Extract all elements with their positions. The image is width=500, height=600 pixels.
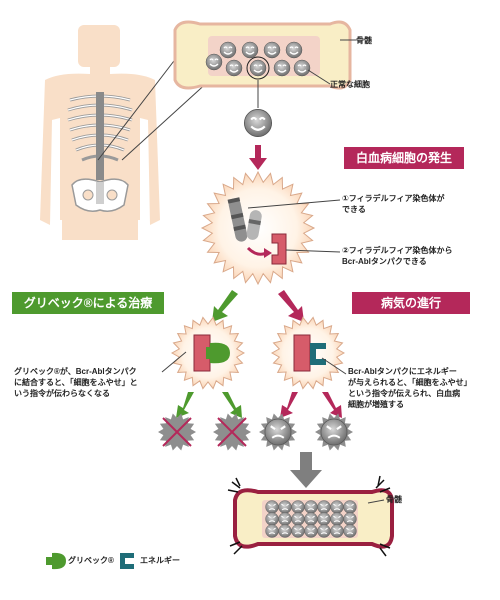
crowded-leukemia-cell — [264, 499, 280, 515]
bcr-abl-label: ②フィラデルフィア染色体から Bcr-Ablタンパクできる — [342, 246, 453, 266]
crowded-leukemia-cell — [277, 523, 293, 539]
outcome-arrows — [176, 392, 342, 418]
crowded-leukemia-cell — [329, 523, 345, 539]
legend-energy-label: エネルギー — [140, 556, 180, 565]
treatment-title: グリベック®による治療 — [12, 292, 164, 314]
arrow-left-down-icon — [212, 290, 238, 322]
crowded-leukemia-cell — [303, 499, 319, 515]
energy-legend-icon — [120, 553, 134, 569]
crowded-leukemia-cell — [303, 523, 319, 539]
treated-cell-burst — [170, 316, 246, 390]
crowded-leukemia-cell — [264, 511, 280, 527]
crowded-leukemia-cell — [329, 511, 345, 527]
leukemia-cell — [315, 413, 353, 451]
crowded-leukemia-cell — [277, 499, 293, 515]
progressing-cell-burst — [270, 316, 346, 390]
crowded-leukemia-cell — [316, 523, 332, 539]
glivec-legend-icon — [46, 552, 66, 570]
crowded-leukemia-cell — [277, 511, 293, 527]
bone-marrow-label: 骨髄 — [356, 36, 372, 45]
arrow-down-gray-icon — [290, 452, 322, 488]
arrow-right-down-icon — [278, 290, 304, 322]
crowded-leukemia-cell — [290, 511, 306, 527]
normal-cells-label: 正常な細胞 — [330, 80, 370, 89]
philadelphia-label: ①フィラデルフィア染色体が できる — [342, 194, 445, 214]
normal-cell-icon — [243, 108, 273, 138]
bone-marrow-bottom-label: 骨髄 — [386, 495, 402, 504]
leukemia-cell — [259, 413, 297, 451]
crowded-leukemia-cell — [316, 499, 332, 515]
agitation-marks — [227, 475, 391, 557]
onset-title: 白血病細胞の発生 — [344, 147, 464, 169]
crowded-leukemia-cell — [342, 523, 358, 539]
bone-marrow-bottom — [233, 488, 394, 549]
crowded-leukemia-cell — [290, 523, 306, 539]
crowded-leukemia-cell — [329, 499, 345, 515]
callout-line — [121, 79, 211, 161]
inhibited-cell — [213, 413, 251, 451]
crowded-leukemia-cell — [342, 511, 358, 527]
body-silhouette-icon — [40, 25, 160, 240]
crowded-leukemia-cell — [342, 499, 358, 515]
arrow-down-icon — [249, 145, 267, 170]
legend-glivec-label: グリベック® — [68, 556, 114, 565]
leukemia-cell-burst — [200, 170, 316, 286]
crowded-leukemia-cell — [316, 511, 332, 527]
treatment-description: グリベック®が、Bcr-Ablタンパク に結合すると、「細胞をふやせ」と いう指… — [14, 367, 138, 398]
progression-description: Bcr-Ablタンパクにエネルギー が与えられると、「細胞をふやせ」 という指令… — [348, 367, 472, 409]
crowded-leukemia-cell — [264, 523, 280, 539]
bone-marrow-top — [173, 20, 352, 90]
progression-title: 病気の進行 — [352, 292, 470, 314]
crowded-leukemia-cell — [290, 499, 306, 515]
inhibited-cell — [158, 413, 196, 451]
crowded-leukemia-cell — [303, 511, 319, 527]
